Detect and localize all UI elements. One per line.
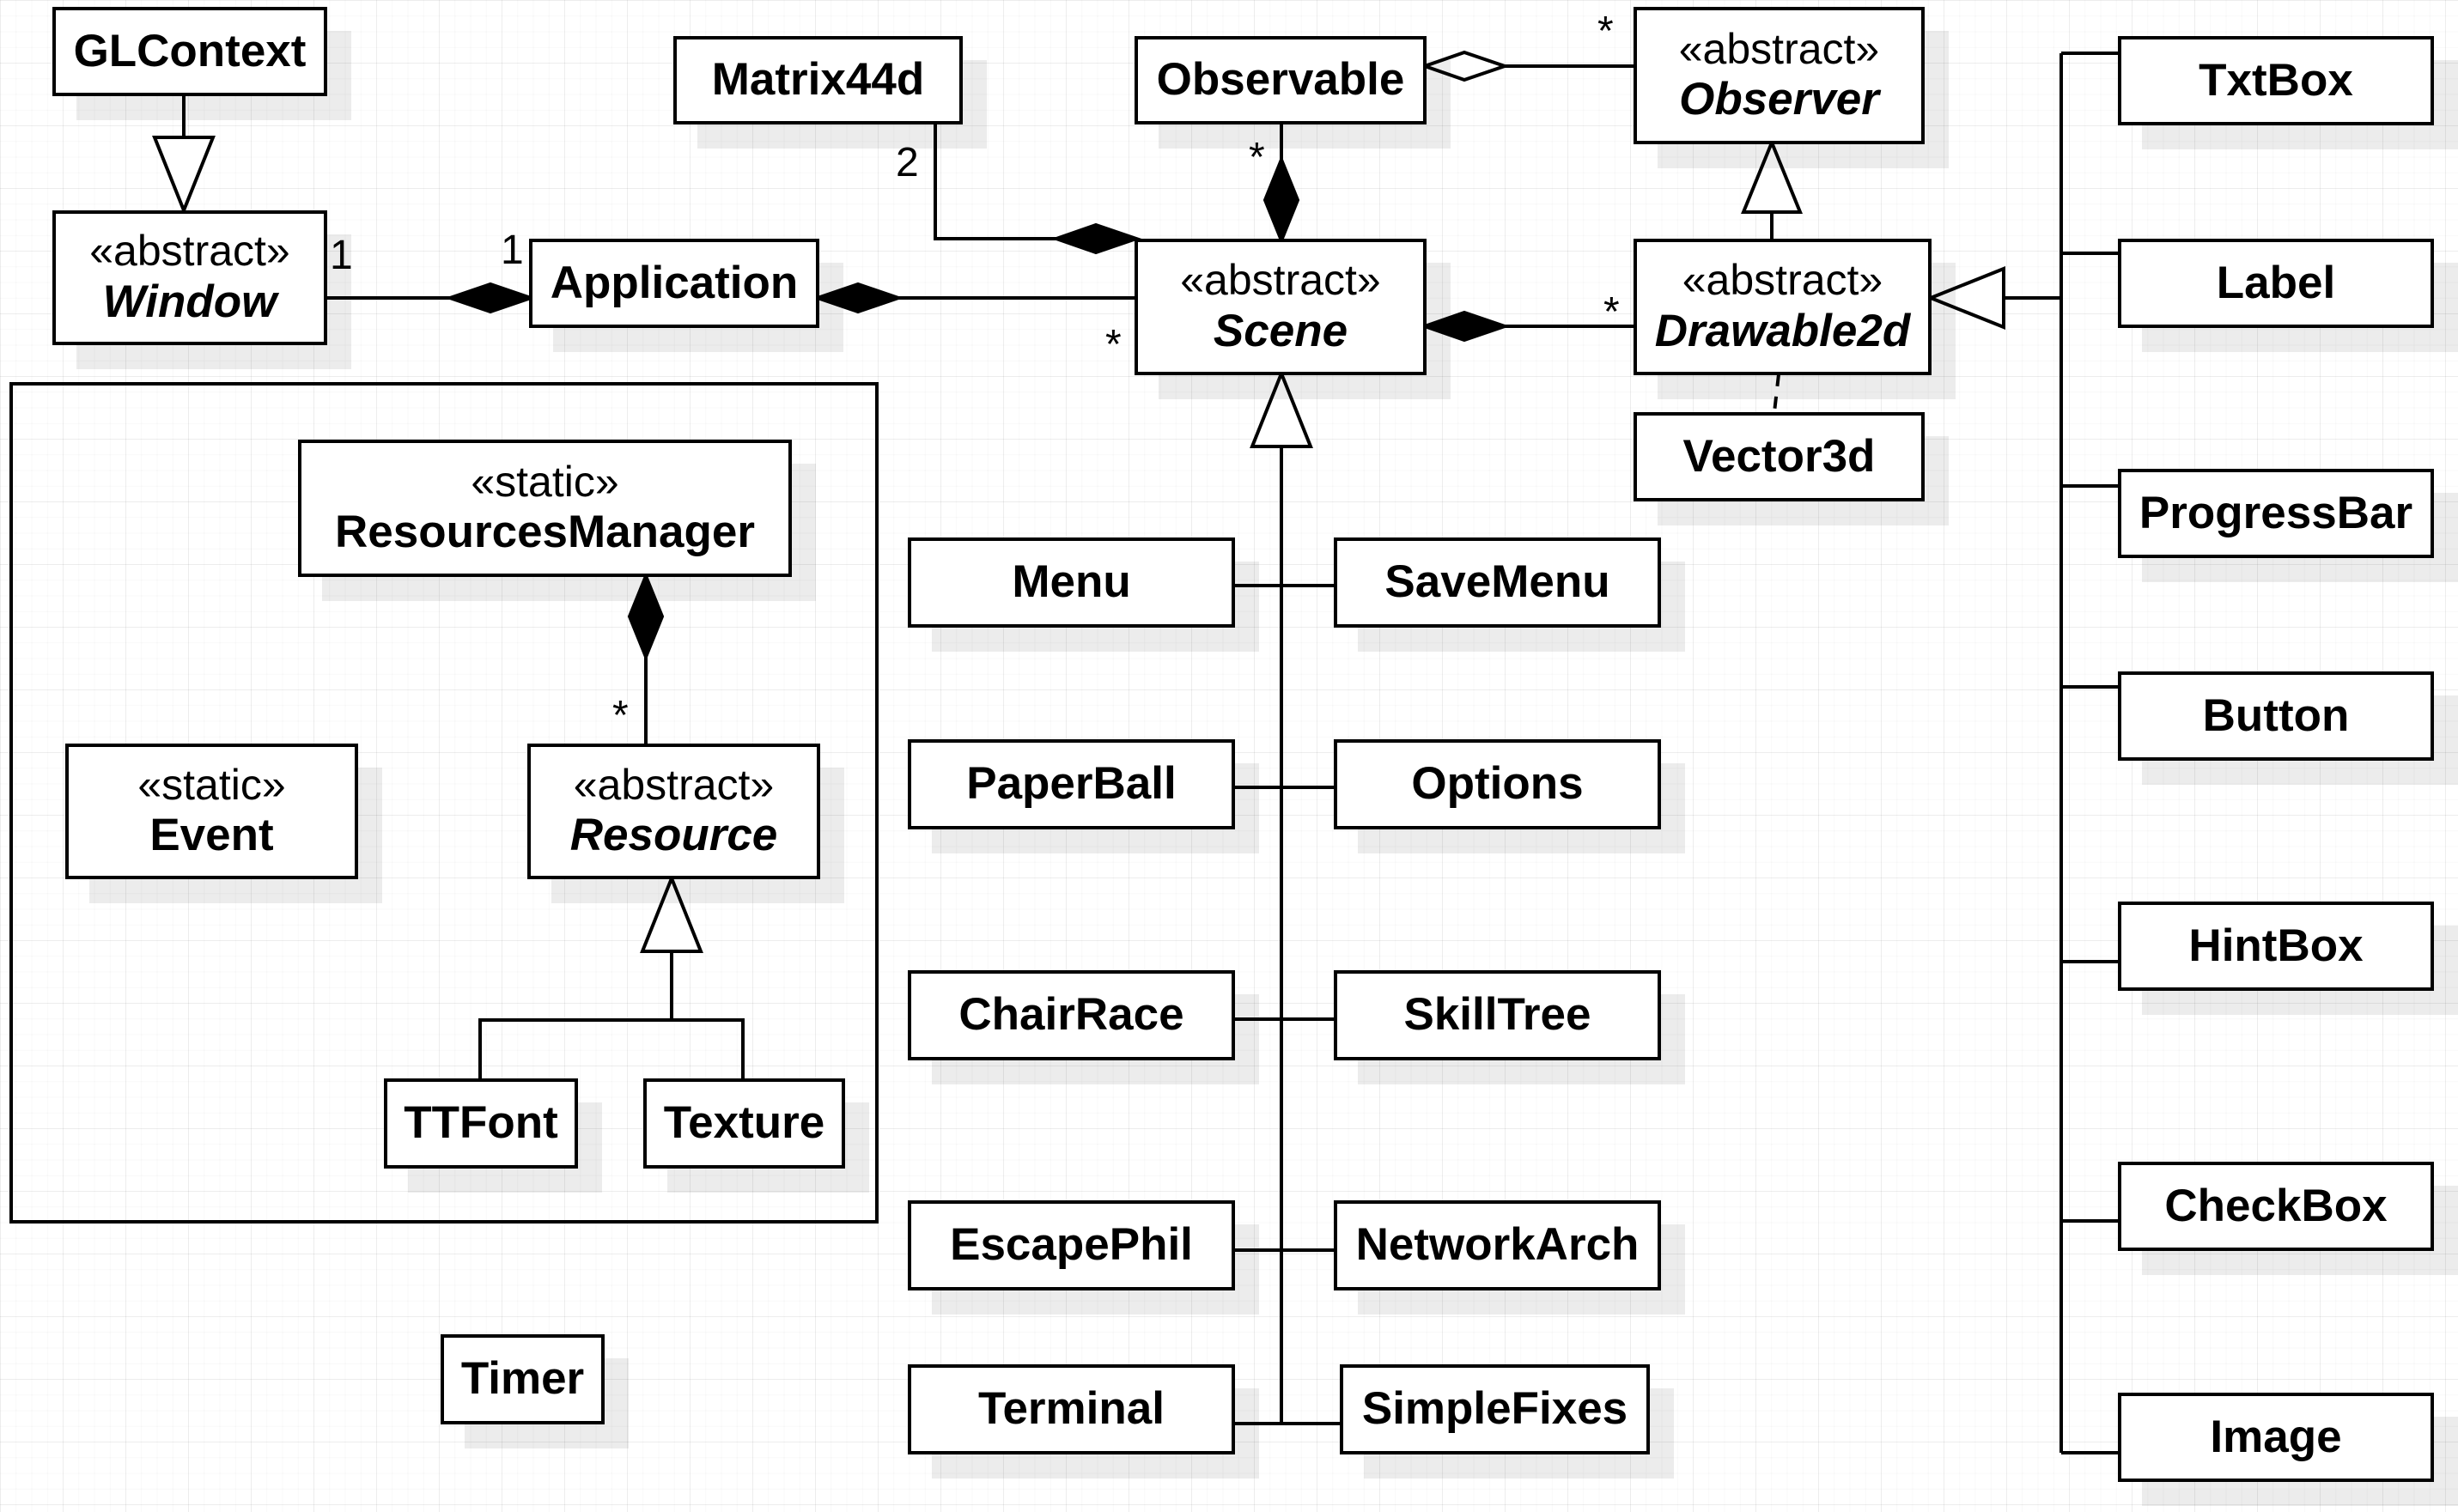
class-name: Observable [1156,54,1405,106]
aggregation-diamond [1419,50,1511,82]
generalization-arrowhead [640,873,703,953]
resources-package-frame [9,382,879,1224]
class-glcontext[interactable]: GLContext [52,7,327,96]
matrix-scene-line [934,122,1056,240]
class-application[interactable]: Application [529,239,819,328]
class-name: Image [2210,1411,2342,1462]
generalization-arrowhead [1741,137,1803,214]
multiplicity-label: 2 [896,140,919,185]
class-name: Resource [569,810,778,861]
class-name: Observer [1679,74,1879,125]
class-escapephil[interactable]: EscapePhil [908,1200,1235,1290]
class-name: Matrix44d [711,54,925,106]
class-image[interactable]: Image [2118,1393,2434,1482]
multiplicity-label: * [1597,9,1614,54]
class-name: TxtBox [2199,54,2353,106]
generalization-arrowhead [1250,368,1313,448]
class-texture[interactable]: Texture [643,1078,845,1169]
multiplicity-label: 1 [501,228,524,273]
class-name: SkillTree [1403,989,1591,1041]
class-stereotype: «abstract» [1678,24,1880,73]
class-stereotype: «abstract» [89,227,290,276]
class-simplefixes[interactable]: SimpleFixes [1340,1364,1650,1454]
class-name: PaperBall [966,758,1177,810]
class-scene[interactable]: «abstract» Scene [1135,239,1427,375]
class-txtbox[interactable]: TxtBox [2118,36,2434,125]
composition-diamond [1050,222,1142,255]
class-ttfont[interactable]: TTFont [384,1078,578,1169]
class-stereotype: «static» [137,760,286,809]
class-name: SimpleFixes [1361,1383,1628,1435]
class-name: Timer [460,1353,585,1405]
class-name: Scene [1213,305,1348,356]
composition-diamond [812,282,904,314]
multiplicity-label: * [1105,322,1122,367]
multiplicity-label: * [1249,135,1265,180]
class-vector3d[interactable]: Vector3d [1634,412,1925,501]
class-name: Texture [663,1097,825,1149]
class-name: Menu [1012,556,1131,608]
class-stereotype: «static» [471,457,619,506]
class-stereotype: «abstract» [573,760,775,809]
class-networkarch[interactable]: NetworkArch [1334,1200,1661,1290]
class-name: TTFont [404,1097,558,1149]
class-name: EscapePhil [950,1219,1193,1271]
composition-diamond [627,571,665,662]
drawable-vector-dependency [1773,373,1780,413]
class-name: Label [2216,257,2336,308]
class-chairrace[interactable]: ChairRace [908,970,1235,1060]
class-button[interactable]: Button [2118,671,2434,761]
resource-subclass-branch [478,1018,745,1080]
class-matrix44d[interactable]: Matrix44d [673,36,963,124]
class-name: CheckBox [2164,1180,2388,1231]
class-resourcesmanager[interactable]: «static» ResourcesManager [298,440,792,577]
class-terminal[interactable]: Terminal [908,1364,1235,1454]
class-name: HintBox [2188,920,2364,971]
class-name: NetworkArch [1355,1219,1640,1271]
class-resource[interactable]: «abstract» Resource [527,744,820,879]
multiplicity-label: * [1603,289,1620,335]
class-timer[interactable]: Timer [441,1334,605,1424]
class-name: Drawable2d [1654,305,1911,356]
class-stereotype: «abstract» [1682,256,1883,305]
class-name: Options [1411,758,1584,810]
class-observer[interactable]: «abstract» Observer [1634,7,1925,144]
class-menu[interactable]: Menu [908,537,1235,628]
class-drawable2d[interactable]: «abstract» Drawable2d [1634,239,1932,375]
class-name: ChairRace [958,989,1184,1041]
class-observable[interactable]: Observable [1135,36,1427,124]
composition-diamond [1262,155,1300,246]
class-event[interactable]: «static» Event [65,744,358,879]
class-name: Terminal [978,1383,1165,1435]
multiplicity-label: 1 [330,233,353,278]
class-name: ProgressBar [2139,487,2413,538]
class-stereotype: «abstract» [1180,256,1381,305]
class-savemenu[interactable]: SaveMenu [1334,537,1661,628]
class-checkbox[interactable]: CheckBox [2118,1162,2434,1251]
class-name: ResourcesManager [335,507,755,558]
class-hintbox[interactable]: HintBox [2118,902,2434,991]
class-label[interactable]: Label [2118,239,2434,328]
class-name: SaveMenu [1384,556,1610,608]
class-name: GLContext [73,25,307,76]
generalization-arrowhead [1926,266,2005,330]
class-name: Button [2202,689,2350,741]
class-name: Vector3d [1682,430,1876,482]
multiplicity-label: * [612,693,629,738]
generalization-arrowhead [152,136,216,216]
composition-diamond [444,282,537,314]
class-name: Window [102,276,277,327]
class-skilltree[interactable]: SkillTree [1334,970,1661,1060]
class-name: Event [149,810,274,861]
class-name: Application [550,257,799,308]
class-paperball[interactable]: PaperBall [908,739,1235,829]
class-progressbar[interactable]: ProgressBar [2118,469,2434,558]
class-options[interactable]: Options [1334,739,1661,829]
composition-diamond [1419,310,1511,343]
class-window[interactable]: «abstract» Window [52,210,327,345]
